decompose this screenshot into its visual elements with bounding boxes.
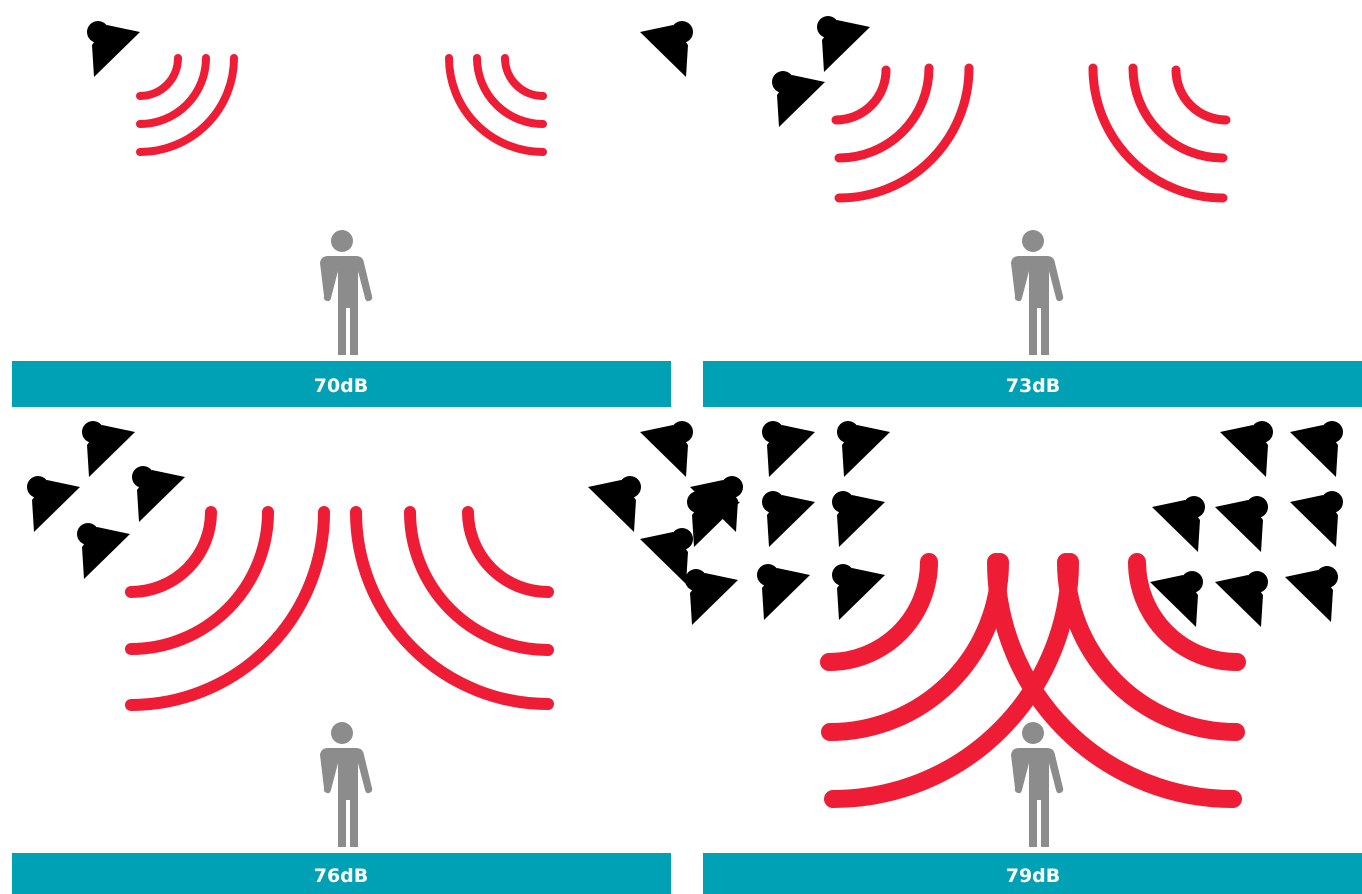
speaker-group-left (27, 421, 185, 579)
panel-76db: 76dB (12, 421, 743, 894)
speaker-icon (837, 421, 890, 477)
speaker-icon (132, 466, 185, 522)
speaker-icon (832, 491, 885, 547)
speaker-icon (685, 569, 738, 625)
speaker-icon (640, 528, 693, 584)
sound-wave-icon-left (131, 512, 324, 705)
person-icon (320, 230, 372, 355)
decibel-label: 73dB (1006, 375, 1061, 397)
speaker-icon (762, 491, 815, 547)
speaker-icon (27, 476, 80, 532)
decibel-label: 79dB (1006, 865, 1061, 887)
person-icon (1011, 722, 1063, 847)
decibel-label: 70dB (314, 375, 369, 397)
speaker-group-left (772, 16, 870, 127)
speaker-icon (817, 16, 870, 72)
speaker-icon (87, 21, 140, 77)
speaker-group-right (1150, 421, 1343, 627)
speaker-icon (640, 21, 693, 77)
panel-79db: 79dB (685, 421, 1362, 894)
speaker-icon (588, 476, 641, 532)
speaker-icon (1215, 571, 1268, 627)
sound-wave-icon-right (356, 512, 548, 704)
speaker-icon (757, 564, 810, 620)
speaker-icon (1152, 496, 1205, 552)
sound-wave-icon-left (836, 68, 969, 198)
speaker-icon (640, 421, 693, 477)
person-icon (320, 722, 372, 847)
speaker-icon (1220, 421, 1273, 477)
sound-wave-icon-left (140, 58, 234, 152)
panel-70db: 70dB (12, 21, 693, 407)
speaker-icon (762, 421, 815, 477)
sound-wave-icon-right (449, 58, 543, 152)
speaker-icon (1290, 421, 1343, 477)
sound-wave-icon-right (1093, 68, 1226, 198)
speaker-group-right (640, 21, 693, 77)
speaker-icon (1285, 566, 1338, 622)
decibel-label: 76dB (314, 865, 369, 887)
speaker-icon (82, 421, 135, 477)
speaker-icon (832, 564, 885, 620)
speaker-icon (1215, 496, 1268, 552)
speaker-icon (77, 523, 130, 579)
speaker-icon (1290, 491, 1343, 547)
person-icon (1011, 230, 1063, 355)
speaker-group-left (87, 21, 140, 77)
speaker-icon (772, 71, 825, 127)
speaker-group-left (685, 421, 890, 625)
panel-73db: 73dB (703, 16, 1362, 407)
